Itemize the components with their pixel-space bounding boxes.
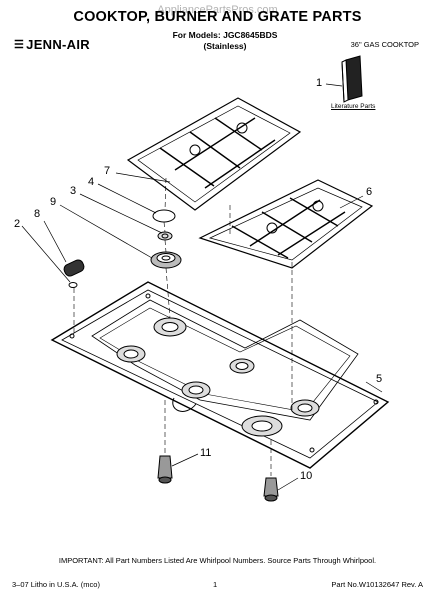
callout-6: 6 xyxy=(366,186,373,198)
callout-11: 11 xyxy=(200,447,212,459)
literature-booklet xyxy=(341,55,363,103)
burner-head xyxy=(157,231,173,241)
left-grate xyxy=(126,97,302,211)
callout-2: 2 xyxy=(14,218,21,230)
page-title: COOKTOP, BURNER AND GRATE PARTS xyxy=(73,9,362,25)
gas-valve-spud xyxy=(263,477,279,502)
callout-3: 3 xyxy=(70,185,77,197)
right-grate xyxy=(198,179,374,269)
brand-name: JENN-AIR xyxy=(26,37,90,52)
leader-lines xyxy=(21,83,383,491)
callout-4: 4 xyxy=(88,176,95,188)
callout-9: 9 xyxy=(50,196,57,208)
alignment-lines xyxy=(73,177,293,476)
model-info: For Models: JGC8645BDS (Stainless) xyxy=(150,30,300,52)
finish-line: (Stainless) xyxy=(203,41,247,51)
footer-part-number: Part No.W10132647 Rev. A xyxy=(331,580,423,589)
cooktop-tray xyxy=(50,281,390,469)
burner-cap xyxy=(152,209,176,223)
brand-logo: ☰JENN-AIR xyxy=(14,37,90,52)
callout-5: 5 xyxy=(376,373,383,385)
callout-7: 7 xyxy=(104,165,111,177)
callout-1: 1 xyxy=(316,77,323,89)
orifice-spud xyxy=(157,455,173,484)
product-subtitle: 36" GAS COOKTOP xyxy=(350,40,419,49)
models-line: For Models: JGC8645BDS xyxy=(172,30,278,40)
brand-mark-icon: ☰ xyxy=(14,39,25,51)
callout-8: 8 xyxy=(34,208,41,220)
tray-burners xyxy=(116,317,320,437)
watermark: AppliancePartsPros.com xyxy=(157,4,278,16)
footnote: IMPORTANT: All Part Numbers Listed Are W… xyxy=(58,556,377,565)
footer-page-number: 1 xyxy=(213,580,218,589)
burner-base xyxy=(150,251,182,269)
literature-parts-label: Literature Parts xyxy=(331,103,376,110)
callout-10: 10 xyxy=(300,470,313,482)
control-knob xyxy=(63,259,85,288)
footer-litho: 3–07 Litho in U.S.A. (mco) xyxy=(12,580,100,589)
